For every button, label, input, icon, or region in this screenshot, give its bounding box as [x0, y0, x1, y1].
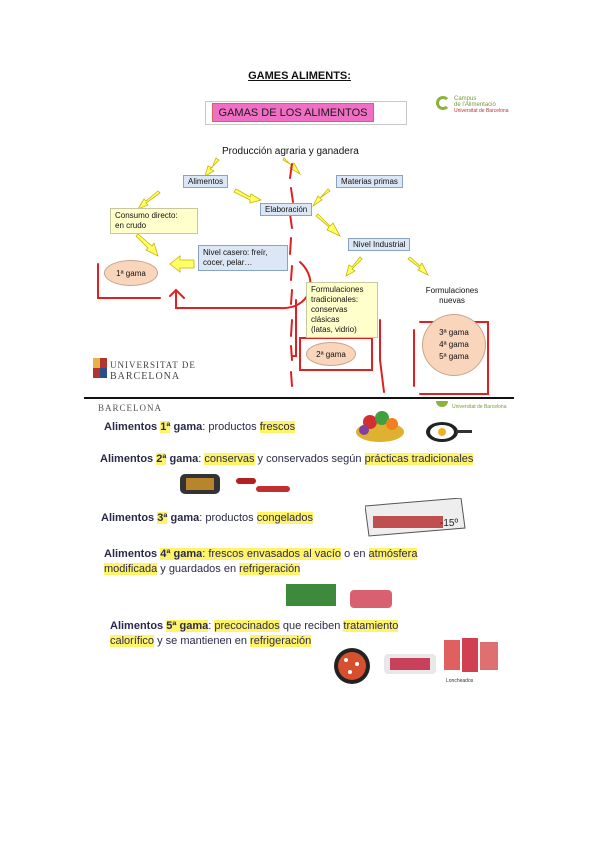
node-formulaciones-tradicionales: Formulaciones tradicionales: conservas c… — [306, 282, 378, 338]
campus-logo-icon — [436, 96, 450, 110]
line-gama2: Alimentos 2ª gama: conservas y conservad… — [100, 453, 474, 465]
line-gama3: Alimentos 3ª gama: productos congelados — [101, 512, 313, 524]
node-materias-primas: Materias primas — [336, 175, 403, 188]
line-gama1: Alimentos 1ª gama: productos frescos — [104, 421, 296, 433]
loncheados-caption: Loncheados — [446, 678, 474, 684]
line-gama4: Alimentos 4ª gama: frescos envasados al … — [104, 548, 418, 575]
sausages-icon — [236, 478, 290, 492]
ub-shield-icon — [93, 358, 107, 378]
freezer-icon — [365, 498, 466, 537]
gama2-oval: 2ª gama — [306, 342, 356, 366]
freezer-temp-label: -15º — [440, 518, 459, 529]
gama345-oval: 3ª gama 4ª gama 5ª gama — [422, 314, 486, 376]
fried-egg-pan-icon — [426, 422, 472, 442]
slide-title-frame — [205, 101, 407, 125]
node-nivel-industrial: Nivel Industrial — [348, 238, 411, 251]
pizza-icon — [334, 648, 370, 684]
node-formulaciones-nuevas: Formulaciones nuevas — [425, 286, 479, 305]
slide-title: GAMAS DE LOS ALIMENTOS — [212, 103, 374, 122]
bagged-vegetables-icon — [286, 584, 336, 606]
packaged-meat-icon — [350, 590, 392, 608]
line-gama5: Alimentos 5ª gama: precocinados que reci… — [110, 620, 399, 647]
fruit-basket-icon — [356, 411, 404, 442]
minced-meat-tray-icon — [384, 654, 436, 674]
campus-logo-text: Campus de l'Alimentació Universitat de B… — [454, 96, 509, 114]
node-alimentos: Alimentos — [183, 175, 229, 188]
ub-logo-text: UNIVERSITAT DE BARCELONA — [110, 360, 196, 382]
node-consumo-directo: Consumo directo: en crudo — [110, 208, 198, 234]
campus-logo-icon — [436, 401, 448, 407]
gama1-oval: 1ª gama — [104, 260, 158, 286]
document-title: GAMES ALIMENTS: — [248, 70, 351, 82]
sliced-meats-icon — [444, 638, 498, 672]
barcelona-header: BARCELONA — [98, 403, 163, 413]
node-nivel-casero: Nivel casero: freír, cocer, pelar… — [198, 245, 288, 271]
campus-text: Universitat de Barcelona — [452, 404, 507, 410]
diagram-root-label: Producción agraria y ganadera — [222, 146, 359, 157]
slide-separator — [84, 397, 514, 399]
canned-food-icon — [180, 474, 220, 494]
node-elaboracion: Elaboración — [260, 203, 313, 216]
